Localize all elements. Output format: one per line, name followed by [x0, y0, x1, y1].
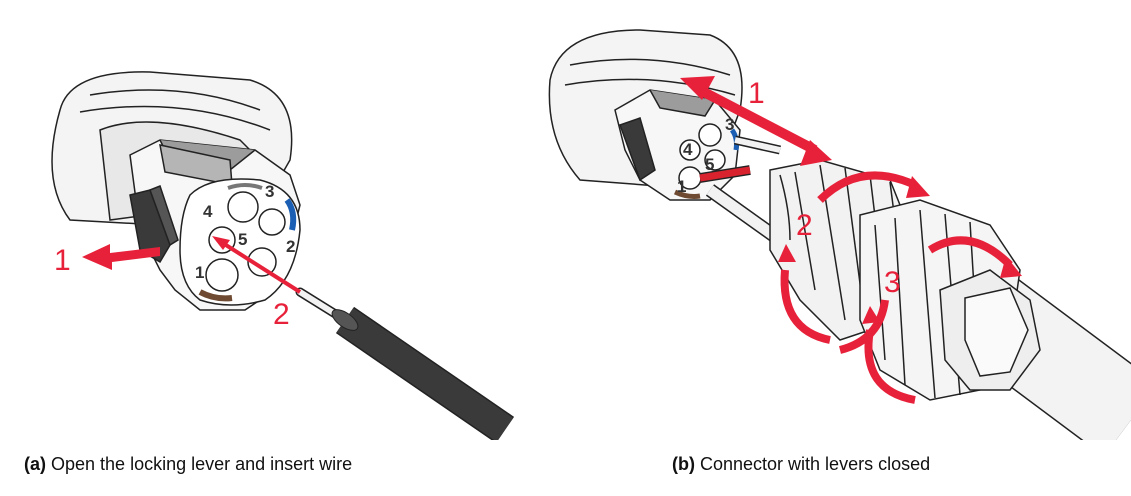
caption-a: (a) Open the locking lever and insert wi…	[24, 454, 352, 475]
caption-b-letter: (b)	[672, 454, 695, 474]
pin-label-1-b: 1	[677, 177, 686, 196]
pin-1-brown-marker	[198, 289, 233, 302]
caption-b-text: Connector with levers closed	[700, 454, 931, 474]
step-2-arrow	[212, 236, 302, 294]
step-1-label: 1	[54, 244, 71, 277]
caption-b: (b) Connector with levers closed	[672, 454, 930, 475]
pin-label-1: 1	[195, 263, 204, 282]
connector-open-illustration: 4 3 5 2 1 1 2	[51, 71, 515, 440]
pin-label-4-b: 4	[683, 140, 693, 159]
panel-b-diagram: 4 3 5 1	[540, 0, 1131, 440]
pin-label-2: 2	[286, 237, 295, 256]
connector-closed-illustration: 4 3 5 1	[548, 29, 1131, 440]
step-2-label: 2	[273, 298, 290, 331]
locking-lever	[129, 185, 179, 264]
step-1-arrow	[82, 244, 160, 270]
pin-label-3-b: 3	[725, 115, 734, 134]
caption-a-text: Open the locking lever and insert wire	[51, 454, 353, 474]
step-3-rotate-arrow	[864, 236, 1013, 404]
pin-3-blue-marker	[284, 198, 297, 231]
caption-a-letter: (a)	[24, 454, 46, 474]
step-3-label: 3	[884, 266, 901, 299]
gland-nut	[859, 199, 1041, 401]
step-1-arrow	[680, 76, 832, 166]
pin-1-brown-marker-b	[673, 189, 701, 199]
pin-label-3: 3	[265, 182, 274, 201]
pin-label-4: 4	[203, 202, 213, 221]
inner-wires	[699, 135, 785, 246]
step-1-label: 1	[748, 77, 765, 110]
step-2-arrow-head	[906, 176, 930, 198]
wire	[295, 287, 515, 440]
panel-a-diagram: 4 3 5 2 1 1 2	[0, 0, 560, 440]
step-3-arrow-head-lower	[862, 306, 880, 324]
step-2-label: 2	[796, 209, 813, 242]
pin-label-5: 5	[238, 230, 247, 249]
step-3-arrow-head	[1000, 256, 1022, 278]
pin-4-grey-marker	[227, 183, 263, 190]
pin-label-5-b: 5	[705, 155, 714, 174]
step-2-arrow-head-lower	[778, 244, 796, 262]
